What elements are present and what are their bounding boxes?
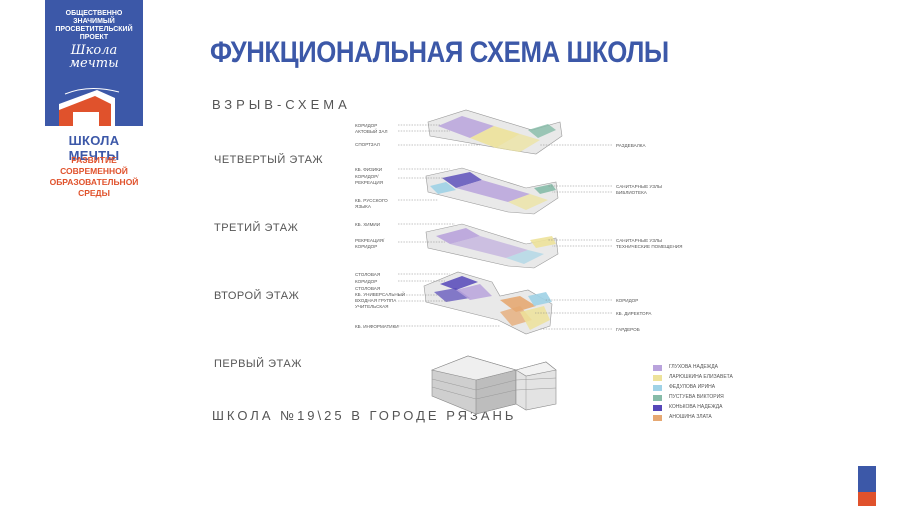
legend-label: КОНЬКОВА НАДЕЖДА <box>669 404 723 410</box>
label-rekreaciya-2: РЕКРЕАЦИЯ/ <box>355 238 385 243</box>
label-yazyka: ЯЗЫКА <box>355 204 372 209</box>
label-vhodnaya: ВХОДНАЯ ГРУППА <box>355 298 397 303</box>
legend-label: ГЛУХОВА НАДЕЖДА <box>669 364 719 370</box>
corner-red <box>858 492 876 506</box>
label-sanuzly-2: САНИТАРНЫЕ УЗЛЫ <box>616 238 662 243</box>
label-sportzal: СПОРТЗАЛ <box>355 142 380 147</box>
page-subtitle: ВЗРЫВ-СХЕМА <box>212 97 351 112</box>
leader-lines-1-right <box>535 299 612 330</box>
label-tehpom: ТЕХНИЧЕСКИЕ ПОМЕЩЕНИЯ <box>616 244 682 249</box>
legend-swatch <box>653 405 662 411</box>
floor-plan-3 <box>425 167 559 215</box>
leader-lines-4-left <box>398 124 480 146</box>
legend-swatch <box>653 365 662 371</box>
legend-swatch <box>653 385 662 391</box>
label-koridor-3: КОРИДОР/ <box>355 174 379 179</box>
legend-swatch <box>653 415 662 421</box>
brand-tagline: РАЗВИТИЕ СОВРЕМЕННОЙ ОБРАЗОВАТЕЛЬНОЙ СРЕ… <box>49 155 139 198</box>
label-koridor-1: КОРИДОР <box>355 279 377 284</box>
label-biblioteka: БИБЛИОТЕКА <box>616 190 648 195</box>
legend-item: ГЛУХОВА НАДЕЖДА <box>653 364 773 372</box>
label-rekreaciya-3: РЕКРЕАЦИЯ <box>355 180 383 185</box>
legend-label: ЛАРЮШКИНА ЕЛИЗАВЕТА <box>669 374 733 380</box>
label-stolovaya: СТОЛОВАЯ <box>355 272 380 277</box>
label-kb-universal: КБ. УНИВЕРСАЛЬНЫЙ <box>355 290 405 297</box>
label-stolovaya-2: СТОЛОВАЯ <box>355 286 380 291</box>
brand-logo: ОБЩЕСТВЕННО ЗНАЧИМЫЙ ПРОСВЕТИТЕЛЬСКИЙ ПР… <box>45 0 143 198</box>
legend-swatch <box>653 395 662 401</box>
leader-lines-2-right <box>548 239 612 247</box>
floor-label-3: ТРЕТИЙ ЭТАЖ <box>214 222 299 234</box>
label-koridor: КОРИДОР <box>355 123 377 128</box>
label-kb-fiziki: КБ. ФИЗИКИ <box>355 167 382 172</box>
logo-blue-panel: ОБЩЕСТВЕННО ЗНАЧИМЫЙ ПРОСВЕТИТЕЛЬСКИЙ ПР… <box>45 0 143 126</box>
floor-label-1: ПЕРВЫЙ ЭТАЖ <box>214 358 302 370</box>
label-aktovyj-zal: АКТОВЫЙ ЗАЛ <box>355 127 388 134</box>
label-koridor-2: КОРИДОР <box>355 244 377 249</box>
label-uchitelskaya: УЧИТЕЛЬСКАЯ <box>355 304 388 309</box>
label-koridor-1r: КОРИДОР <box>616 298 638 303</box>
legend-label: АНОШИНА ЗЛАТА <box>669 414 712 420</box>
school-caption: ШКОЛА №19\25 В ГОРОДЕ РЯЗАНЬ <box>212 408 517 423</box>
leader-lines-3-right <box>548 185 612 193</box>
floor-plan-1 <box>423 271 553 335</box>
label-garderob: ГАРДЕРОБ <box>616 327 640 332</box>
label-kb-russkogo: КБ. РУССКОГО <box>355 198 388 203</box>
legend-swatch <box>653 375 662 381</box>
legend-item: ФЕДУЛОВА ИРИНА <box>653 384 773 392</box>
page-title: ФУНКЦИОНАЛЬНАЯ СХЕМА ШКОЛЫ <box>210 36 669 69</box>
building-3d <box>430 355 557 415</box>
floor-label-4: ЧЕТВЕРТЫЙ ЭТАЖ <box>214 154 324 166</box>
project-caption: ОБЩЕСТВЕННО ЗНАЧИМЫЙ ПРОСВЕТИТЕЛЬСКИЙ ПР… <box>55 10 133 41</box>
legend-item: ПУСТУЕВА ВИКТОРИЯ <box>653 394 773 402</box>
logo-script: Школа мечты <box>69 43 119 71</box>
legend-label: ПУСТУЕВА ВИКТОРИЯ <box>669 394 724 400</box>
floor-label-2: ВТОРОЙ ЭТАЖ <box>214 290 300 302</box>
corner-blue <box>858 466 876 492</box>
legend-item: ЛАРЮШКИНА ЕЛИЗАВЕТА <box>653 374 773 382</box>
floor-plan-4 <box>427 109 563 155</box>
leader-lines-2-left <box>398 223 455 243</box>
legend-label: ФЕДУЛОВА ИРИНА <box>669 384 716 390</box>
label-kb-informatiki: КБ. ИНФОРМАТИКИ <box>355 324 399 329</box>
legend-item: КОНЬКОВА НАДЕЖДА <box>653 404 773 412</box>
label-sanuzly-3: САНИТАРНЫЕ УЗЛЫ <box>616 184 662 189</box>
label-kb-direktora: КБ. ДИРЕКТОРА <box>616 311 652 316</box>
logo-house-icon <box>59 88 120 126</box>
legend-item: АНОШИНА ЗЛАТА <box>653 414 773 422</box>
label-kb-himii: КБ. ХИМИИ <box>355 222 380 227</box>
floor-plan-2 <box>425 223 559 269</box>
brand-name: ШКОЛА МЕЧТЫ <box>68 133 120 163</box>
corner-mark <box>858 466 876 506</box>
label-razdevalka: РАЗДЕВАЛКА <box>616 143 646 148</box>
leader-lines-3-left <box>398 168 450 201</box>
